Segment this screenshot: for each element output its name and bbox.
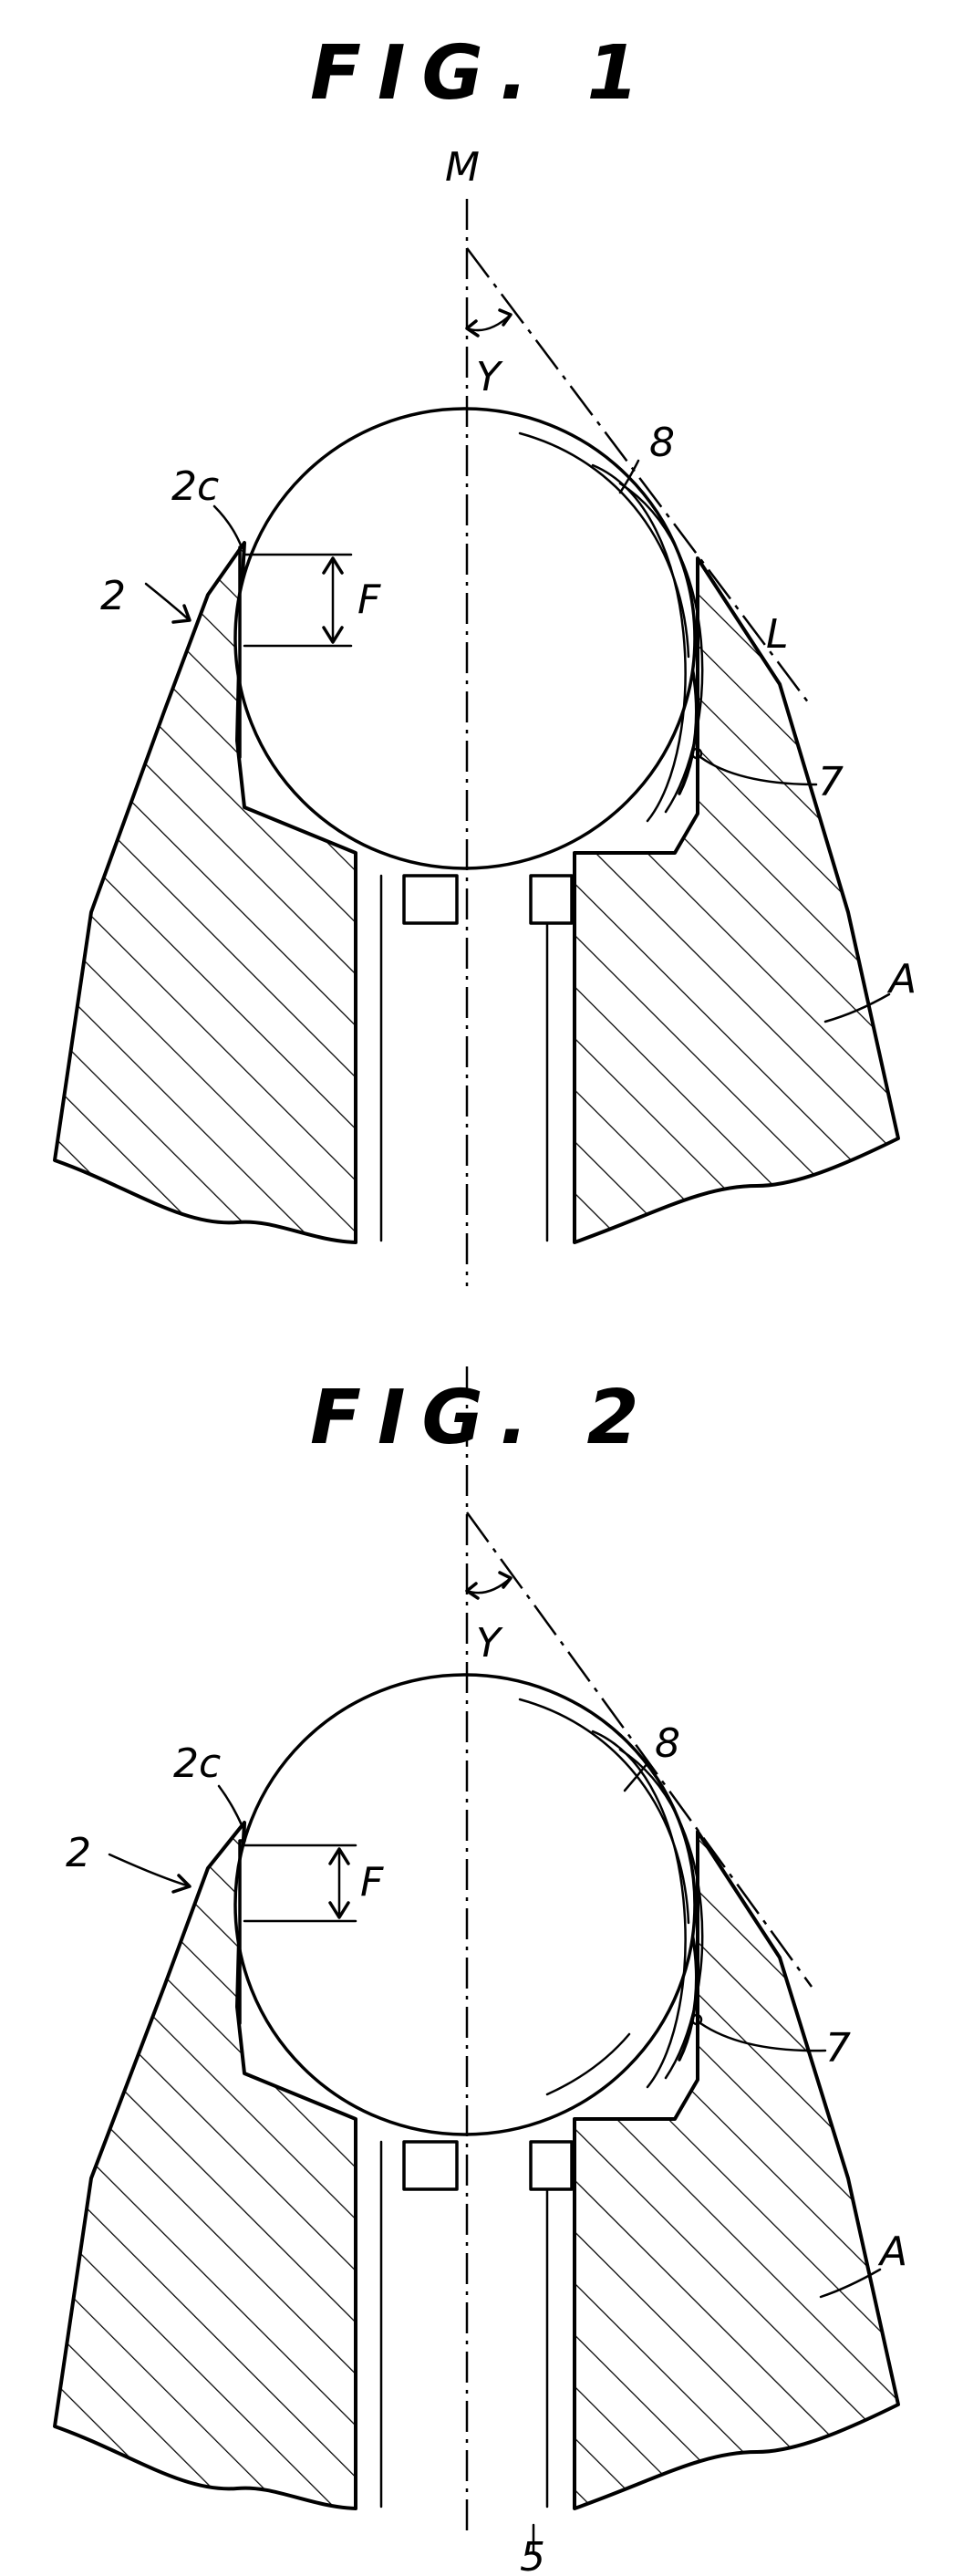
figure-1-label-8: 8 (649, 420, 675, 466)
figure-1-title: FIG. 1 (310, 30, 656, 117)
figure-1-label-F: F (357, 576, 381, 623)
figure-1-leader-2 (146, 584, 190, 620)
figure-1-label-M: M (445, 144, 480, 191)
figure-2-label-2: 2 (66, 1830, 91, 1876)
figure-2-angle-arrows (467, 1573, 511, 1598)
figure-2-label-F: F (360, 1859, 384, 1906)
figure-2-title: FIG. 2 (310, 1375, 656, 1461)
figure-1-label-2c: 2c (171, 463, 219, 510)
figure-2-label-7: 7 (825, 2025, 851, 2072)
figure-2-notch-right (531, 2142, 572, 2189)
figure-1-label-2: 2 (100, 573, 126, 619)
figure-2-notch-left (404, 2142, 457, 2189)
figure-1-label-7: 7 (818, 759, 844, 805)
figure-2-label-8: 8 (655, 1720, 680, 1767)
figure-2-leader-2c (219, 1786, 243, 1827)
figure-2-leader-2 (109, 1854, 190, 1886)
figure-1-notch-left (404, 876, 457, 923)
figure-2-ball-8 (235, 1675, 695, 2135)
figure-1-label-A: A (886, 956, 916, 1002)
figure-2-label-5: 5 (520, 2534, 545, 2576)
figure-2-label-Y: Y (476, 1620, 503, 1667)
figure-1-leader-2c (214, 506, 242, 547)
figure-1-label-Y: Y (476, 354, 503, 400)
figure-2-label-A: A (877, 2228, 907, 2275)
figure-2: FIG. 2 (55, 1366, 907, 2576)
figure-2-body-section (55, 1366, 898, 2552)
figure-1-angle-arrows (467, 310, 511, 336)
figure-1: FIG. 1 (55, 30, 916, 1286)
figure-1-notch-right (531, 876, 572, 923)
figure-1-label-L: L (766, 611, 789, 658)
figure-2-label-2c: 2c (173, 1740, 221, 1787)
figure-1-ball-8 (235, 409, 695, 868)
